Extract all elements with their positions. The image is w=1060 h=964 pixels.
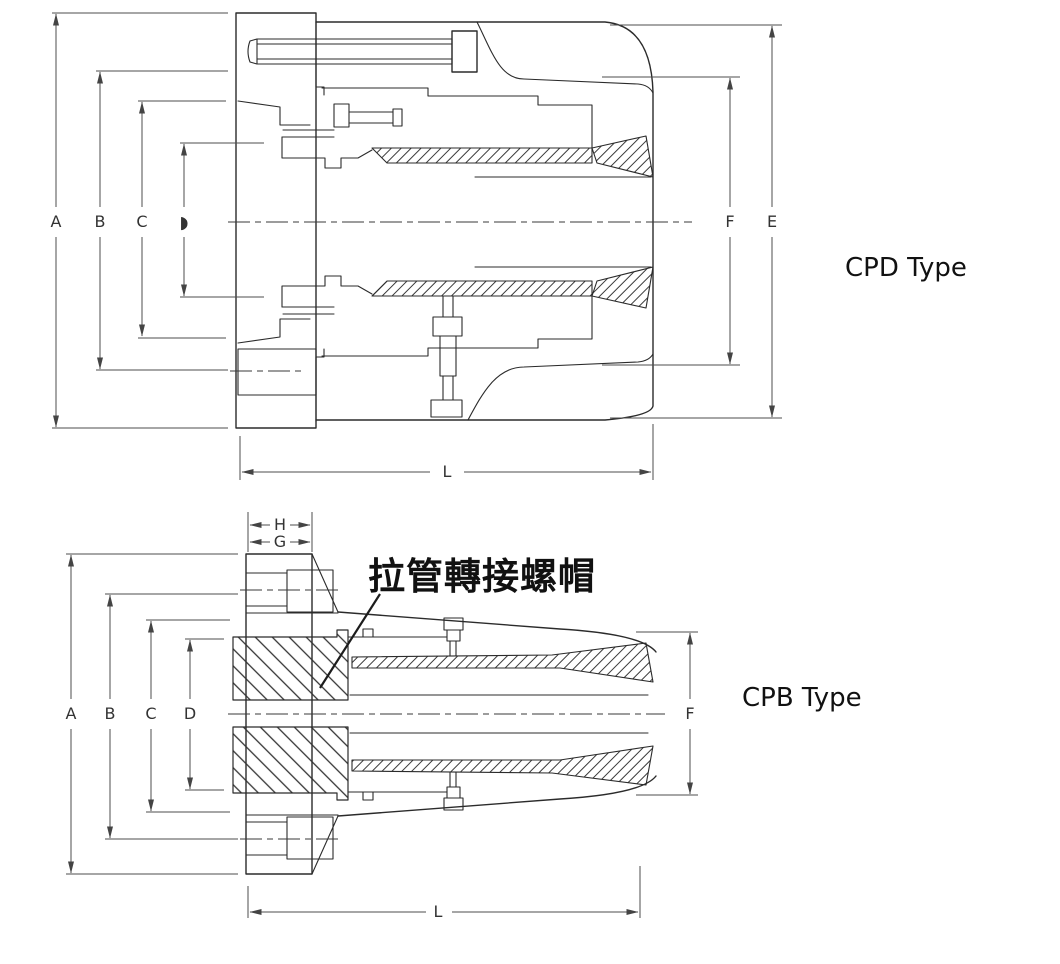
cpd-collet (591, 135, 654, 309)
cpb-dim-G: G (249, 532, 311, 551)
drawing-rect (362, 791, 374, 801)
dim-label-b: B (105, 704, 116, 723)
cpb-dim-L: L (247, 866, 641, 921)
cpd-dim-L: L (239, 424, 654, 481)
drawtube-nut-annotation: 拉管轉接螺帽 (368, 555, 596, 598)
cpd-vscrew-washer (432, 316, 463, 337)
cpd-flange (230, 12, 317, 429)
drawing-shape (371, 280, 593, 297)
cpd-mechanism-bottom (237, 275, 593, 423)
cpb-dimensions: A B C (66, 512, 698, 921)
cpd-vscrew-head (430, 399, 463, 418)
cpb-screw-head-bottom (443, 797, 464, 811)
drawing-path (315, 21, 654, 421)
dim-label-f: F (685, 704, 694, 723)
annotation-leader-line (319, 593, 381, 689)
drawing-path (467, 353, 654, 421)
drawing-path (337, 611, 657, 653)
drawing-path (237, 100, 311, 126)
cpd-dimensions: A B C (51, 12, 782, 481)
drawing-rect (235, 12, 317, 429)
cpd-drawbolt (247, 30, 478, 73)
dim-label-d-filled: ◗ (180, 213, 189, 233)
drawing-line (311, 553, 339, 613)
cpd-mechanism-top (237, 21, 593, 169)
cpb-type-label: CPB Type (742, 683, 862, 713)
dim-label-c: C (145, 704, 156, 723)
dim-label-l: L (443, 462, 452, 481)
cpb-dim-H: H (247, 512, 313, 552)
drawing-rect (446, 786, 461, 799)
cpb-drawtube-adapter-nut (232, 629, 349, 801)
drawing-rect (392, 108, 403, 127)
cpd-dim-C: C (136, 100, 226, 339)
cpd-dim-F: F (602, 76, 740, 366)
dim-label-c: C (136, 212, 147, 231)
cpb-dim-C: C (145, 619, 230, 813)
dim-label-f: F (725, 212, 734, 231)
cpb-bolt-boss-bottom (286, 816, 334, 860)
drawing-path (232, 726, 349, 801)
cpd-screw-head (333, 103, 350, 128)
drawing-path (232, 629, 349, 701)
drawing-path (237, 318, 311, 344)
dim-label-a: A (51, 212, 62, 231)
dim-label-a: A (66, 704, 77, 723)
cpb-bolt-boss-top (286, 569, 334, 613)
drawing-path (281, 136, 373, 169)
cpb-drawtube-collet (349, 642, 654, 786)
cpd-dim-E: E (610, 24, 782, 419)
cpb-dim-A: A (66, 553, 238, 875)
cpd-dim-D: ◗ (180, 142, 264, 298)
drawing-rect (439, 335, 457, 377)
cpb-view: 拉管轉接螺帽 A B (66, 512, 862, 921)
dim-label-d: D (184, 704, 196, 723)
cpd-dim-A: A (51, 12, 228, 429)
drawing-rect (256, 38, 453, 65)
dim-label-h: H (274, 515, 286, 534)
cpd-body (315, 21, 654, 421)
drawing-shape (351, 745, 654, 786)
drawing-path (321, 87, 593, 149)
drawing-rect (362, 628, 374, 638)
cpb-screws (443, 617, 464, 811)
dim-label-e: E (767, 212, 777, 231)
drawing-path (476, 21, 654, 94)
drawing-path (315, 348, 325, 423)
dim-label-g: G (274, 532, 286, 551)
cpd-type-label: CPD Type (845, 253, 967, 283)
cpb-dim-F: F (636, 631, 698, 796)
cpb-dim-B: B (105, 593, 238, 840)
cpb-body (337, 611, 657, 817)
drawing-shape (351, 642, 654, 683)
dim-label-l: L (434, 902, 443, 921)
cpd-view: A B C (51, 12, 967, 481)
drawing-path (247, 38, 258, 65)
drawing-shape (591, 266, 654, 309)
cpb-dim-D: D (184, 638, 224, 791)
cpd-drawtube (371, 147, 652, 297)
drawing-path (315, 21, 325, 96)
cpd-bolt-head (451, 30, 478, 73)
drawing-path (337, 775, 657, 817)
cpd-bolt-boss (237, 348, 317, 396)
dim-label-b: B (95, 212, 106, 231)
drawing-rect (442, 375, 454, 401)
drawing-rect (446, 629, 461, 642)
cpd-dim-B: B (95, 70, 228, 371)
drawing-path (281, 275, 373, 308)
drawing-shape (371, 147, 593, 164)
drawing-line (311, 815, 339, 875)
drawing-shape (591, 135, 654, 178)
drawing-path (321, 295, 593, 357)
